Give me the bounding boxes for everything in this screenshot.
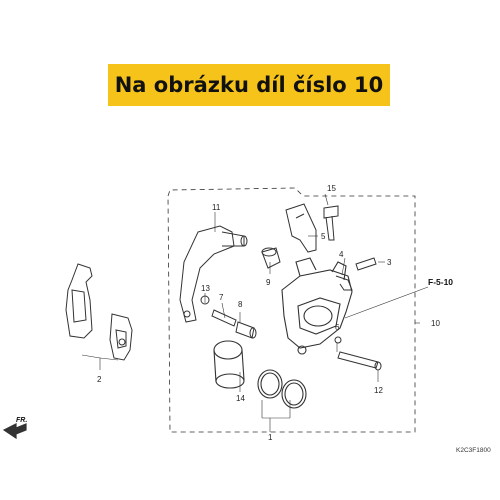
label-3: 3 — [387, 258, 392, 267]
label-11: 11 — [212, 203, 221, 212]
assembly-frame — [167, 187, 416, 433]
label-15: 15 — [327, 184, 336, 193]
label-8: 8 — [238, 300, 243, 309]
pin-part-4 — [335, 275, 353, 291]
leader-lines — [81, 193, 429, 432]
pin-bolt-part-12 — [337, 351, 382, 371]
front-direction-arrow — [2, 423, 27, 440]
banner-text: Na obrázku díl číslo 10 — [114, 73, 384, 97]
bolt-part-15 — [323, 205, 339, 241]
caliper-bracket-part-11 — [179, 225, 248, 323]
drawing-code: K2C3F1800 — [456, 447, 491, 454]
label-6: 6 — [335, 323, 340, 332]
direction-label: FR. — [16, 417, 27, 424]
bolt-part-6 — [334, 336, 342, 344]
reference-label: F-5-10 — [428, 277, 453, 287]
bolt-part-7 — [211, 309, 237, 327]
label-2: 2 — [97, 375, 102, 384]
brake-pad-part-2 — [65, 263, 133, 361]
seal-set-part-1 — [257, 369, 307, 409]
label-4: 4 — [339, 250, 344, 259]
bleeder-part-3 — [355, 257, 377, 271]
label-1: 1 — [268, 433, 273, 442]
boot-part-9 — [261, 247, 281, 269]
label-5: 5 — [321, 232, 326, 241]
label-10: 10 — [431, 319, 440, 328]
piston-part-14 — [213, 340, 245, 389]
washer-part-13 — [200, 295, 210, 305]
part-number-labels: 11 15 5 4 3 9 13 7 8 6 10 12 14 1 2 F-5-… — [16, 184, 491, 454]
caliper-body-part-10 — [281, 257, 353, 355]
label-7: 7 — [219, 293, 224, 302]
label-9: 9 — [266, 278, 271, 287]
pad-spring-part-5 — [285, 203, 317, 253]
label-12: 12 — [374, 386, 383, 395]
sleeve-part-8 — [235, 321, 257, 339]
label-13: 13 — [201, 284, 210, 293]
title-banner: Na obrázku díl číslo 10 — [108, 64, 390, 106]
label-14: 14 — [236, 394, 245, 403]
